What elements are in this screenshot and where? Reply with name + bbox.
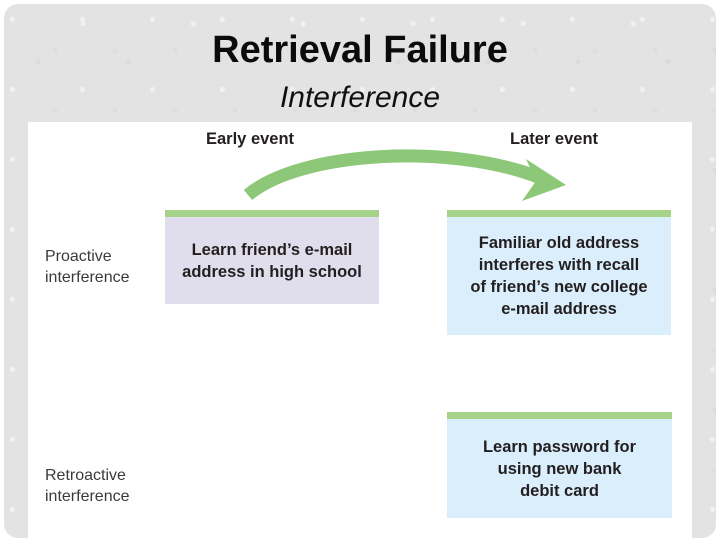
event-box-later-interferes: Familiar old address interferes with rec… [447, 210, 671, 335]
row-label-retroactive-interference: Retroactive interference [45, 467, 130, 505]
event-box-later-password: Learn password for using new bank debit … [447, 412, 672, 518]
event-box-later-password-text: Learn password for using new bank debit … [482, 437, 637, 500]
row-label-proactive-interference: Proactive interference [45, 248, 130, 286]
column-header-early-event: Early event [206, 130, 295, 148]
column-header-later-event: Later event [510, 130, 599, 148]
event-box-later-interferes-text: Familiar old address interferes with rec… [470, 234, 648, 318]
event-box-early-email: Learn friend’s e-mail address in high sc… [165, 210, 379, 304]
proactive-interference-arrow [243, 149, 566, 201]
event-box-early-email-text: Learn friend’s e-mail address in high sc… [182, 240, 362, 281]
page-subtitle: Interference [279, 81, 441, 114]
page-title: Retrieval Failure [212, 29, 508, 71]
